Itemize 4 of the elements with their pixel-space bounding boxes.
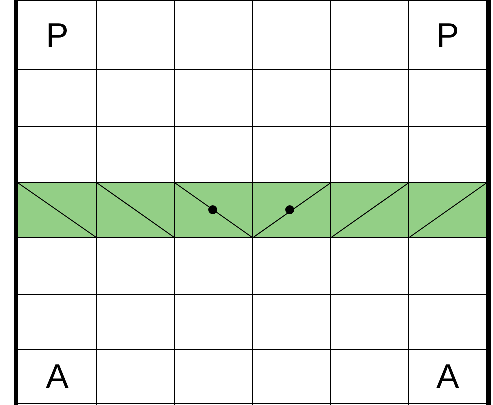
cell-letter: A — [46, 360, 69, 394]
cell-letter: A — [436, 360, 460, 394]
cell-letter: P — [436, 18, 460, 52]
cell-letter: P — [46, 18, 69, 52]
